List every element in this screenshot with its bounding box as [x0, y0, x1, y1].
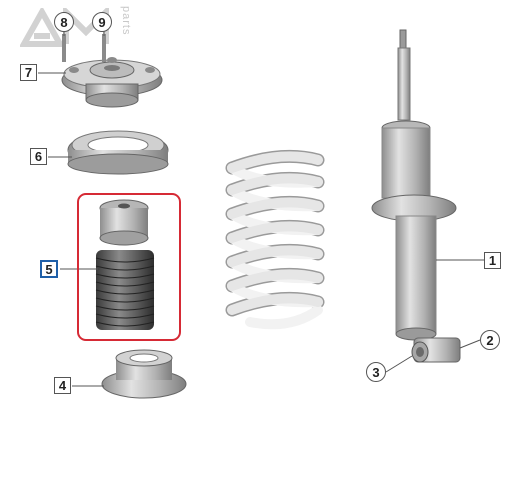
top-mount-part[interactable] [38, 30, 163, 108]
callout-7[interactable]: 7 [20, 64, 37, 81]
callout-3[interactable]: 3 [366, 362, 386, 382]
shock-absorber-part[interactable] [371, 29, 484, 341]
lower-bushing-part[interactable] [385, 337, 481, 373]
coil-spring-part[interactable] [225, 149, 325, 330]
callout-8[interactable]: 8 [54, 12, 74, 32]
callout-4[interactable]: 4 [54, 377, 71, 394]
support-bearing-part[interactable] [48, 130, 169, 175]
bump-stop-dust-boot-part[interactable] [60, 199, 155, 330]
callout-6[interactable]: 6 [30, 148, 47, 165]
callout-2[interactable]: 2 [480, 330, 500, 350]
callout-5[interactable]: 5 [40, 260, 58, 278]
selection-highlight-frame [77, 193, 181, 341]
spring-seat-part[interactable] [72, 349, 187, 399]
callout-1[interactable]: 1 [484, 252, 501, 269]
callout-9[interactable]: 9 [92, 12, 112, 32]
